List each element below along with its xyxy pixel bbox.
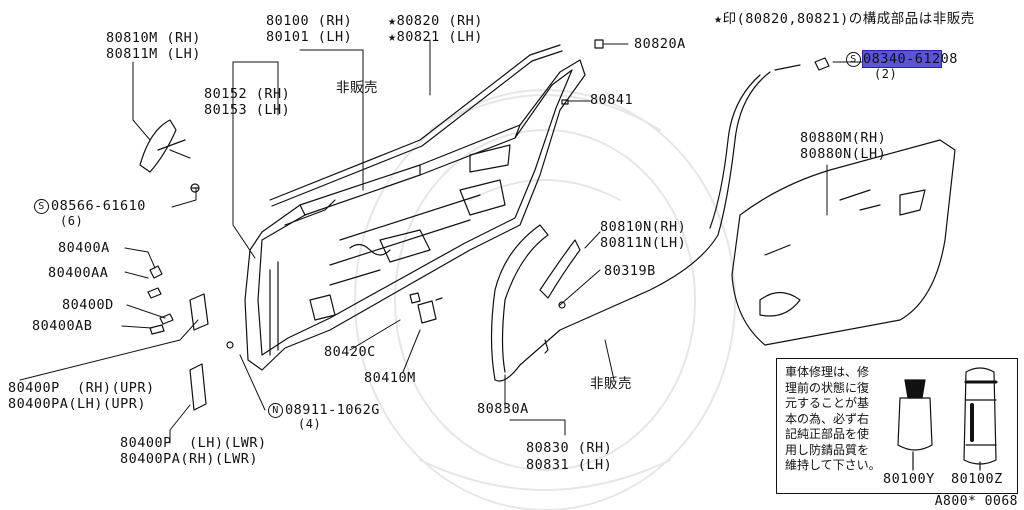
label-clip-80820a: 80820A — [634, 36, 686, 52]
highlighted-part-number: 08340-612 — [862, 50, 942, 68]
label-seal-80319b: 80319B — [604, 263, 656, 279]
outer-weatherstrip — [269, 44, 563, 226]
label-hinge-80400ab: 80400AB — [32, 318, 93, 334]
label-door-panel-rh: 80100 (RH) — [266, 13, 353, 29]
label-striker-80410m: 80410M — [364, 370, 416, 386]
label-part-can: 80100Z — [951, 471, 1003, 487]
label-not-sold-bottom: 非販売 — [590, 376, 632, 392]
label-sash-lh: 80153 (LH) — [204, 102, 291, 118]
label-screw-08566-qty: (6) — [60, 214, 84, 228]
header-note: ★印(80820,80821)の構成部品は非販売 — [714, 11, 975, 27]
screw-symbol-icon: S — [846, 52, 861, 67]
part-number-suffix: 08 — [940, 51, 958, 67]
rust-prevention-products — [897, 367, 998, 471]
label-mirror-rh: 80810M (RH) — [106, 30, 201, 46]
leader-lines — [19, 39, 871, 444]
label-nut-08911-qty: (4) — [298, 417, 322, 431]
label-hinge-lower-2: 80400PA(RH)(LWR) — [120, 451, 259, 467]
door-trim-board — [731, 139, 956, 346]
clip-parts — [561, 39, 830, 105]
label-trim-lh: 80880N(LH) — [800, 146, 887, 162]
mirror-part — [139, 119, 200, 193]
inner-weatherstrip — [490, 64, 801, 382]
label-weatherstrip-80830a: 80830A — [477, 401, 529, 417]
label-seal-small-rh: 80810N(RH) — [600, 219, 687, 235]
nut-symbol-icon: N — [268, 403, 283, 418]
repair-note-text: 車体修理は、修 理前の状態に復 元することが基 本の為、必ず右 記純正部品を使 … — [785, 365, 881, 472]
label-hinge-upper-1: 80400P (RH)(UPR) — [8, 380, 155, 396]
label-hinge-80400a: 80400A — [58, 240, 110, 256]
label-hinge-80400aa: 80400AA — [48, 265, 109, 281]
striker-parts — [409, 292, 443, 324]
screw-symbol-icon: S — [34, 199, 49, 214]
label-not-sold-top: 非販売 — [336, 80, 378, 96]
repair-note-box: 車体修理は、修 理前の状態に復 元することが基 本の為、必ず右 記純正部品を使 … — [776, 358, 1018, 494]
watermark-emblem — [354, 89, 736, 510]
label-weatherstrip-inner-lh: 80831 (LH) — [526, 457, 613, 473]
label-trim-rh: 80880M(RH) — [800, 130, 887, 146]
label-striker-80420c: 80420C — [324, 344, 376, 360]
label-screw-08340-qty: (2) — [874, 67, 898, 81]
label-weatherstrip-outer-lh: ★80821 (LH) — [388, 29, 483, 45]
label-weatherstrip-outer-rh: ★80820 (RH) — [388, 13, 483, 29]
label-hinge-80400d: 80400D — [62, 297, 114, 313]
door-shell — [244, 59, 586, 371]
reference-code: A800* 0068 — [934, 494, 1018, 509]
label-seal-small-lh: 80811N(LH) — [600, 235, 687, 251]
label-door-panel-lh: 80101 (LH) — [266, 29, 353, 45]
label-clip-80841: 80841 — [590, 92, 634, 108]
label-hinge-lower-1: 80400P (LH)(LWR) — [120, 435, 267, 451]
label-part-tube: 80100Y — [883, 471, 935, 487]
label-hinge-upper-2: 80400PA(LH)(UPR) — [8, 396, 147, 412]
label-mirror-lh: 80811M (LH) — [106, 46, 201, 62]
hinge-parts — [147, 265, 234, 411]
small-seal-parts — [539, 239, 581, 354]
label-weatherstrip-inner-rh: 80830 (RH) — [526, 440, 613, 456]
label-sash-rh: 80152 (RH) — [204, 86, 291, 102]
